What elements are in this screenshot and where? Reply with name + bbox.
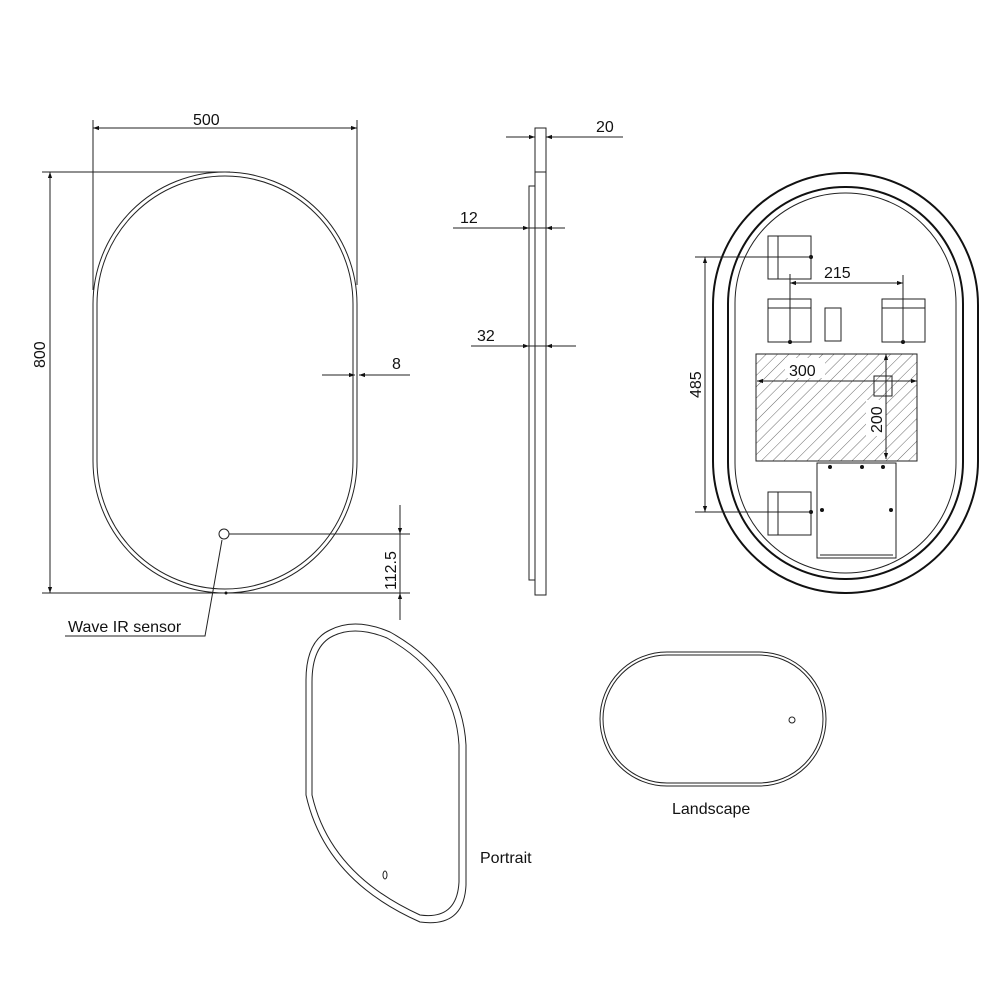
ir-sensor-icon [788,716,796,724]
portrait-perspective: Portrait [305,623,532,924]
zone-height-label: 200 [869,406,886,433]
ir-sensor-icon [382,870,388,880]
mirror-outline [92,171,358,594]
bracket [767,491,812,536]
mirror-inner-outline [96,175,354,590]
depth-label: 20 [596,119,614,136]
back-outer-outline [712,172,979,594]
side-view: 20 12 32 [453,119,623,596]
landscape-label: Landscape [672,801,750,818]
portrait-label: Portrait [480,850,532,867]
front-view: 500 800 8 112.5 Wave IR sensor [32,112,410,637]
back-view: 215 485 300 200 [688,172,979,594]
sensor-offset-label: 112.5 [383,551,400,590]
driver-box [816,462,897,559]
switch-box [824,307,842,342]
zone-width-label: 300 [789,363,816,380]
vertical-spacing-label: 485 [688,371,705,398]
bracket-spacing-label: 215 [824,265,851,282]
frame-label: 8 [392,356,401,373]
panel-label: 12 [460,210,478,227]
width-label: 500 [193,112,220,129]
ir-sensor-icon [218,528,230,540]
sensor-label: Wave IR sensor [68,619,182,636]
back-panel [528,185,536,581]
overall-depth-label: 32 [477,328,495,345]
landscape-perspective: Landscape [599,651,827,818]
mirror-edge [534,127,547,596]
height-label: 800 [32,341,49,368]
mounting-zone [755,353,918,462]
